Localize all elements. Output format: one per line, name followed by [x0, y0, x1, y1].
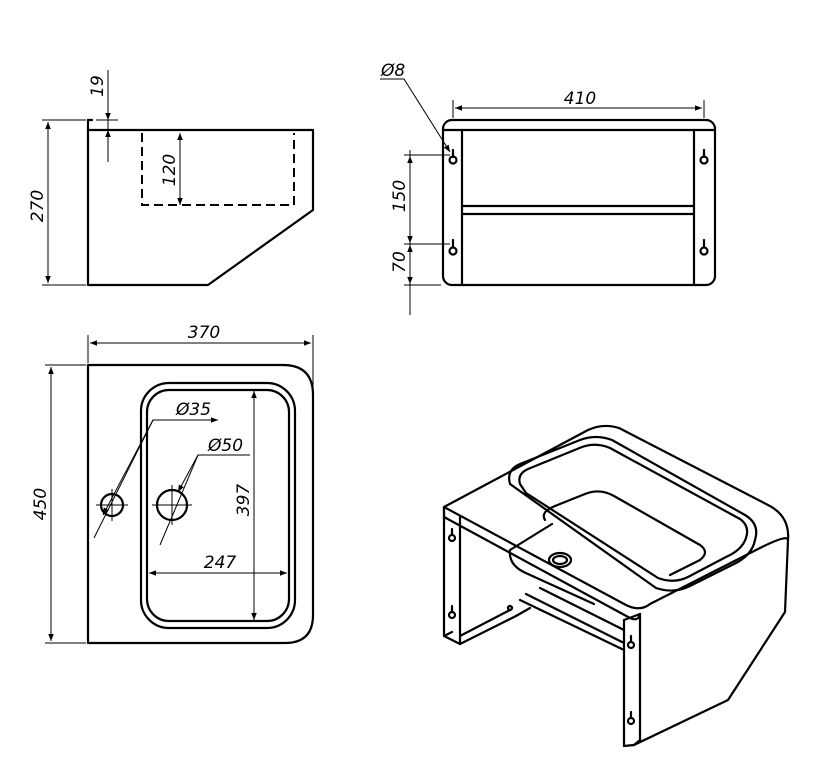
keyhole-icon — [448, 148, 458, 165]
dim-tap-hole: Ø35 — [175, 400, 211, 420]
leader-tap-hole — [93, 417, 218, 539]
dim-drain-hole: Ø50 — [207, 436, 243, 456]
dim-hole-diameter: Ø8 — [380, 61, 405, 81]
keyhole-icon — [626, 710, 636, 726]
side-view-outline — [86, 118, 315, 287]
top-view: Ø35 Ø50 370 450 397 247 — [31, 323, 315, 645]
dim-front-width: 410 — [564, 89, 596, 109]
dim-top-width: 370 — [188, 323, 220, 343]
iso-bowl-rim — [508, 435, 758, 592]
iso-drain-hole — [547, 551, 573, 569]
bowl-outer — [139, 381, 297, 630]
dim-top-depth: 450 — [31, 488, 51, 520]
top-view-outline — [86, 363, 315, 645]
dim-front-spacing-lower: 70 — [390, 251, 410, 273]
dim-side-rim: 19 — [88, 75, 108, 97]
side-view: 270 19 120 — [28, 70, 315, 287]
keyhole-icon — [448, 238, 458, 256]
keyhole-icon — [626, 634, 636, 650]
iso-top-plate — [442, 424, 790, 747]
dim-bowl-depth: 397 — [234, 484, 254, 517]
bowl-inner — [145, 388, 291, 623]
dim-front-spacing-upper: 150 — [390, 180, 410, 212]
dim-side-cutout: 120 — [160, 154, 180, 186]
keyhole-icon — [699, 238, 709, 256]
front-view: 410 Ø8 150 70 — [380, 61, 717, 315]
front-view-outline — [441, 118, 717, 287]
isometric-view — [442, 424, 790, 748]
dim-bowl-width: 247 — [204, 553, 237, 573]
side-view-hidden-bowl — [141, 133, 295, 206]
dim-side-height: 270 — [28, 190, 48, 222]
iso-left-bracket — [442, 505, 462, 646]
keyhole-icon — [447, 527, 457, 543]
iso-right-bracket — [622, 612, 642, 748]
leader-hole-diameter — [380, 78, 451, 153]
iso-crossbar — [518, 586, 626, 652]
keyhole-icon — [699, 148, 709, 165]
keyhole-icon — [447, 604, 457, 620]
